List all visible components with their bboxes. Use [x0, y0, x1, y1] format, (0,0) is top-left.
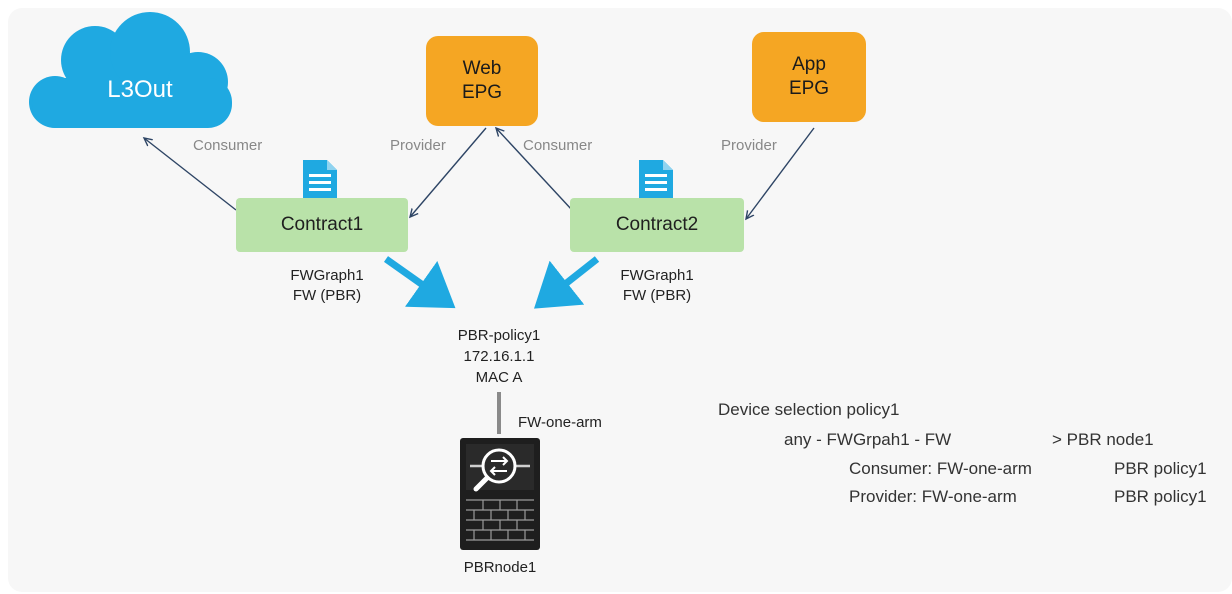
device-selection-consumer: Consumer: FW-one-arm [849, 459, 1032, 478]
contract1-provider-label: Provider [390, 137, 446, 154]
contract2-consumer-label: Consumer [523, 137, 593, 154]
consumer-arrow-contract1-l3out [144, 138, 237, 211]
contract2-graph-label: FWGraph1 FW (PBR) [612, 266, 702, 306]
contract1-graph-node: FW (PBR) [292, 287, 362, 304]
web-epg-label-line2: EPG [461, 82, 503, 103]
pbr-policy-ip: 172.16.1.1 [463, 348, 535, 365]
contract1-graph-name: FWGraph1 [290, 267, 364, 284]
contract2-label: Contract2 [615, 214, 699, 235]
contract1-node[interactable]: Contract1 [236, 198, 408, 252]
device-selection-rule: any - FWGrpah1 - FW [784, 430, 952, 449]
consumer-arrow-contract2-web [496, 128, 573, 211]
contract1-consumer-label: Consumer [193, 137, 263, 154]
device-selection-rule-target: > PBR node1 [1052, 430, 1154, 449]
contract1-graph-label: FWGraph1 FW (PBR) [282, 266, 372, 306]
app-epg-label-line2: EPG [788, 78, 830, 99]
app-epg-label-line1: App [792, 54, 826, 75]
contract2-provider-label: Provider [721, 137, 777, 154]
interface-label: FW-one-arm [518, 414, 602, 431]
pbr-policy-block: PBR-policy1 172.16.1.1 MAC A [434, 325, 564, 388]
contract2-node[interactable]: Contract2 [570, 198, 744, 252]
device-selection-provider: Provider: FW-one-arm [849, 487, 1017, 506]
provider-arrow-app-contract2 [746, 127, 815, 219]
device-selection-consumer-policy: PBR policy1 [1114, 459, 1207, 478]
web-epg-node[interactable]: Web EPG [426, 36, 538, 126]
l3out-label: L3Out [107, 76, 173, 103]
pbr-policy-mac: MAC A [475, 369, 523, 386]
contract2-graph-node: FW (PBR) [622, 287, 692, 304]
pbr-node-label: PBRnode1 [463, 559, 537, 576]
graph-arrow-contract1-pbr [383, 256, 456, 309]
web-epg-label-line1: Web [462, 58, 502, 79]
contract1-label: Contract1 [280, 214, 364, 235]
pbr-policy-name: PBR-policy1 [457, 327, 541, 344]
provider-arrow-web-contract1 [410, 127, 487, 217]
device-selection-provider-policy: PBR policy1 [1114, 487, 1207, 506]
device-selection-title: Device selection policy1 [718, 400, 900, 419]
graph-arrow-contract2-pbr [534, 256, 600, 309]
contract2-graph-name: FWGraph1 [620, 267, 694, 284]
app-epg-node[interactable]: App EPG [752, 32, 866, 122]
